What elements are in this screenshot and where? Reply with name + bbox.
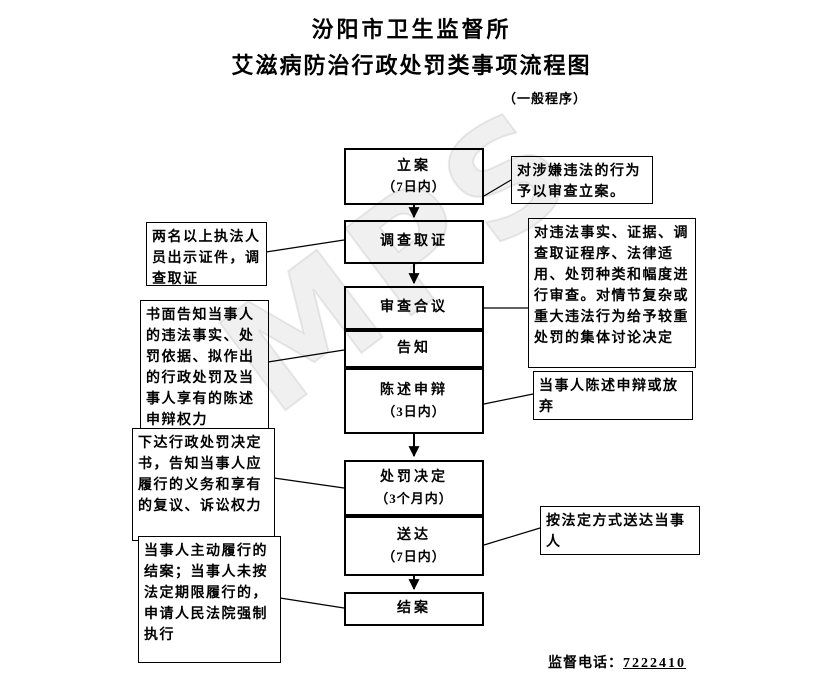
link-note-filing: [483, 179, 512, 197]
flow-box-closing: 结案: [344, 592, 484, 626]
flow-box-statement-sub: （3日内）: [382, 403, 446, 419]
note-legal-service: 按法定方式送达当事人: [540, 506, 700, 555]
page-subtitle: （一般程序）: [502, 91, 587, 106]
note-review-details: 对违法事实、证据、调查取证程序、法律适用、处罚种类和幅度进行审查。对情节复杂或重…: [528, 218, 696, 368]
note-decision-document: 下达行政处罚决定书，告知当事人应履行的义务和享有的复议、诉讼权力: [132, 428, 275, 541]
flow-box-service: 送达 （7日内）: [344, 516, 484, 576]
flow-box-closing-label: 结案: [397, 601, 431, 617]
link-note-notify: [267, 349, 345, 363]
flow-box-investigation: 调查取证: [344, 220, 484, 264]
flow-box-review: 审查合议: [344, 286, 484, 330]
page-title-line2: 艾滋病防治行政处罚类事项流程图: [231, 53, 592, 78]
page-title-line1: 汾阳市卫生监督所: [311, 17, 512, 42]
link-note-statement: [483, 393, 534, 405]
flow-box-review-label: 审查合议: [380, 300, 448, 316]
note-officers-credentials: 两名以上执法人员出示证件，调查取证: [146, 222, 267, 286]
note-statement-or-waive: 当事人陈述申辩或放弃: [533, 371, 693, 420]
link-note-investigation: [265, 239, 345, 253]
phone-number: 7222410: [623, 656, 686, 671]
supervision-phone: 监督电话：7222410: [548, 652, 686, 672]
flow-box-notify-label: 告知: [397, 341, 431, 357]
note-closing-enforcement: 当事人主动履行的结案；当事人未按法定期限履行的，申请人民法院强制执行: [138, 536, 281, 663]
flow-box-decision: 处罚决定 （3个月内）: [344, 460, 484, 516]
flow-box-statement-label: 陈述申辩: [380, 383, 448, 399]
flow-box-statement: 陈述申辩 （3日内）: [344, 368, 484, 434]
phone-label: 监督电话：: [548, 656, 623, 671]
note-filing-review: 对涉嫌违法的行为予以审查立案。: [511, 156, 653, 204]
flow-box-notify: 告知: [344, 330, 484, 368]
link-note-service: [483, 527, 541, 546]
link-note-closing: [279, 597, 345, 609]
flow-box-service-label: 送达: [397, 528, 431, 544]
flow-box-decision-label: 处罚决定: [380, 470, 448, 486]
link-note-decision: [273, 477, 345, 489]
flow-box-filing-label: 立案: [397, 158, 431, 174]
flow-box-decision-sub: （3个月内）: [375, 490, 453, 506]
note-written-notification: 书面告知当事人的违法事实、处罚依据、拟作出的行政处罚及当事人享有的陈述申辩权力: [140, 300, 269, 433]
flow-box-service-sub: （7日内）: [382, 548, 446, 564]
flow-box-investigation-label: 调查取证: [380, 234, 448, 250]
flow-box-filing-sub: （7日内）: [382, 179, 446, 195]
flow-box-filing: 立案 （7日内）: [344, 148, 484, 205]
